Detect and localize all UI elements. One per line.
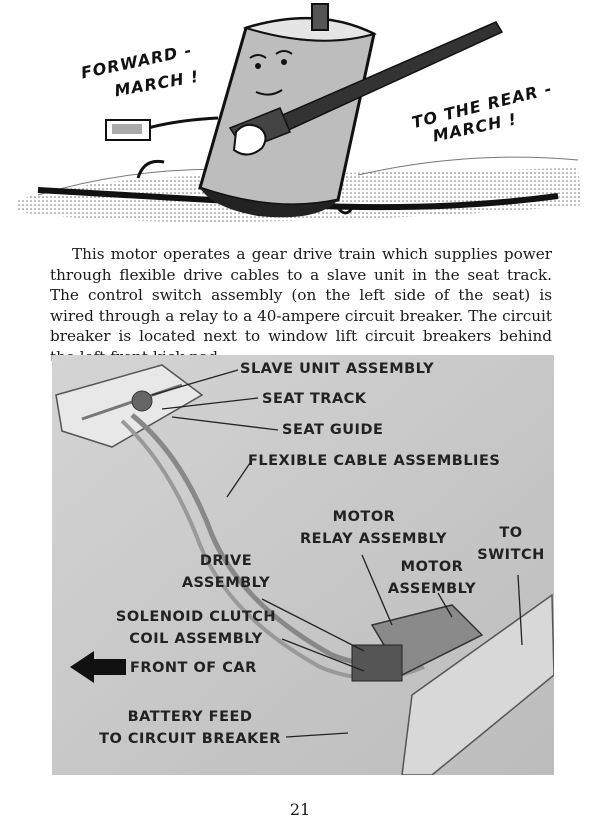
slave-unit-shape — [55, 364, 204, 448]
label-front-of-car: FRONT OF CAR — [130, 660, 257, 676]
hand — [232, 123, 267, 156]
label-motor-relay-1: MOTOR — [332, 509, 396, 525]
label-battery-2: TO CIRCUIT BREAKER — [99, 731, 281, 747]
label-motor-relay-2: RELAY ASSEMBLY — [300, 531, 448, 547]
leader-lines — [151, 369, 523, 738]
solenoid-shape — [351, 644, 403, 682]
label-to-switch-1: TO — [499, 525, 523, 541]
label-battery-1: BATTERY FEED — [127, 709, 253, 725]
label-slave-unit: SLAVE UNIT ASSEMBLY — [240, 361, 435, 377]
cartoon-drawing — [18, 3, 582, 222]
label-drive-1: DRIVE — [199, 553, 253, 569]
label-flexible-cable: FLEXIBLE CABLE ASSEMBLIES — [248, 453, 501, 469]
label-solenoid-1: SOLENOID CLUTCH — [115, 609, 277, 625]
seat-frame-shape — [401, 593, 554, 775]
component-photo: SLAVE UNIT ASSEMBLY SEAT TRACK SEAT GUID… — [52, 355, 554, 775]
label-solenoid-2: COIL ASSEMBLY — [129, 631, 263, 647]
cartoon-illustration: FORWARD - MARCH ! TO THE REAR - MARCH ! — [18, 0, 582, 238]
label-motor-assembly-2: ASSEMBLY — [387, 581, 477, 597]
label-to-switch-2: SWITCH — [477, 547, 545, 563]
motor-shaft — [311, 3, 329, 31]
page-number: 21 — [289, 800, 311, 819]
body-paragraph: This motor operates a gear drive train w… — [50, 245, 552, 366]
label-motor-assembly-1: MOTOR — [400, 559, 464, 575]
photo-drawing — [52, 355, 554, 775]
label-drive-2: ASSEMBLY — [181, 575, 271, 591]
arrow-left-icon — [70, 651, 126, 683]
label-seat-track: SEAT TRACK — [262, 391, 367, 407]
label-seat-guide: SEAT GUIDE — [282, 422, 384, 438]
